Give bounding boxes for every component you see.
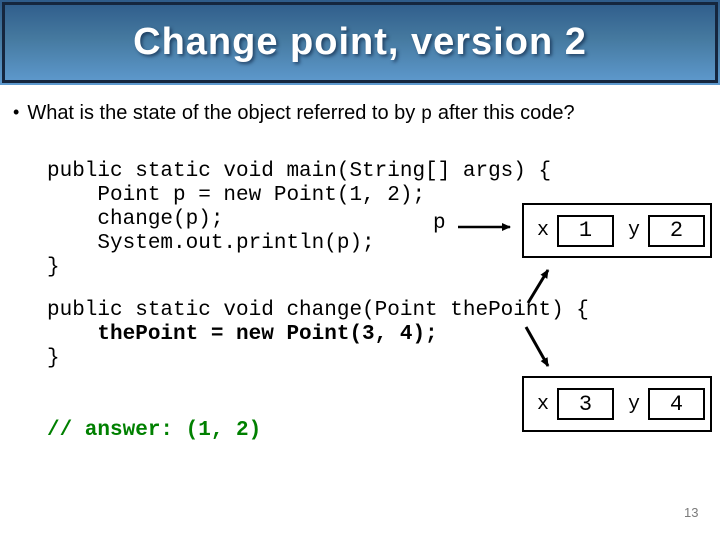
field-x-label: x [537, 219, 550, 242]
field-x-value-box: 1 [557, 214, 615, 247]
code-line: public static void change(Point thePoint… [47, 299, 589, 322]
code-block-main: public static void main(String[] args) {… [47, 160, 551, 280]
field-y-value-box: 2 [648, 214, 706, 247]
code-line: System.out.println(p); [47, 232, 375, 255]
page-number: 13 [684, 505, 699, 520]
question-text-pre: What is the state of the object referred… [27, 102, 421, 124]
point-object-box-2: x 3 y 4 [522, 376, 712, 432]
answer-comment: // answer: (1, 2) [47, 419, 262, 442]
code-line: } [47, 347, 60, 370]
point-object-box-1: x 1 y 2 [522, 203, 712, 258]
pointer-variable-label: p [433, 212, 446, 235]
slide-title: Change point, version 2 [133, 21, 587, 63]
field-y-label: y [628, 392, 641, 416]
code-line: } [47, 256, 60, 279]
field-y-value-box: 4 [648, 388, 706, 420]
code-line: public static void main(String[] args) { [47, 160, 552, 183]
field-x-label: x [537, 392, 550, 416]
code-line: Point p = new Point(1, 2); [47, 184, 426, 207]
question-line: • What is the state of the object referre… [13, 102, 713, 125]
code-block-change: public static void change(Point thePoint… [47, 299, 589, 371]
title-bar-inner-border [2, 2, 718, 83]
code-line-highlighted: thePoint = new Point(3, 4); [47, 323, 438, 346]
question-text-post: after this code? [432, 102, 575, 124]
code-line: change(p); [47, 208, 224, 231]
bullet-icon: • [13, 102, 20, 122]
field-y-label: y [628, 219, 641, 242]
field-x-value-box: 3 [557, 388, 615, 420]
question-code-ref: p [420, 103, 433, 125]
slide-title-bar: Change point, version 2 [0, 0, 720, 85]
